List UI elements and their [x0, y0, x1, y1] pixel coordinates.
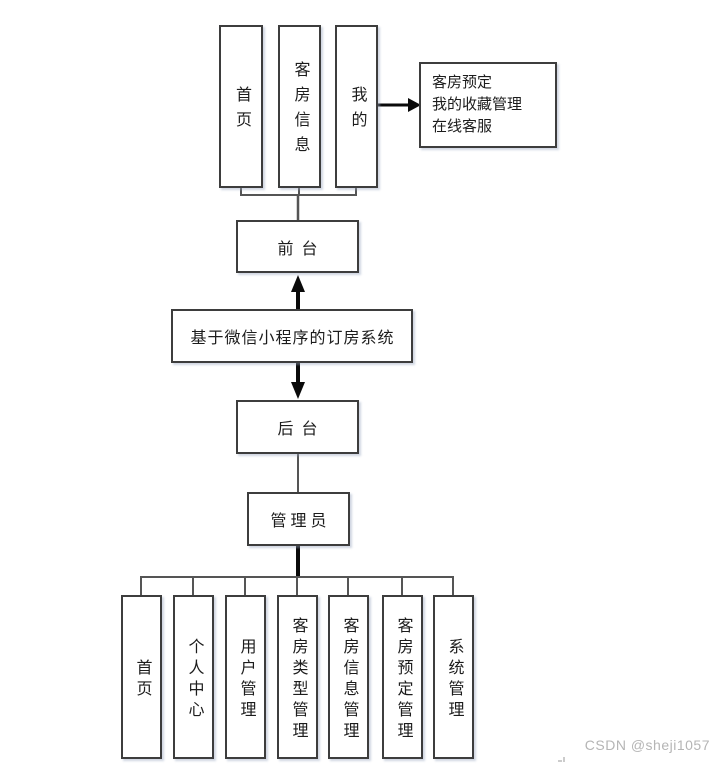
node-module-room-type-management: 客房类型管理	[277, 595, 318, 759]
node-module-personal-center-label: 个人中心	[185, 637, 203, 722]
arrow-right-icon	[408, 98, 421, 112]
node-frontend: 前台	[236, 220, 359, 273]
node-module-system-management-label: 系统管理	[445, 637, 463, 722]
node-module-room-booking-management: 客房预定管理	[382, 595, 423, 759]
node-module-room-type-management-label: 客房类型管理	[289, 616, 307, 743]
node-mine-tab-label: 我的	[348, 86, 366, 136]
watermark: CSDN @sheji1057	[584, 737, 710, 753]
node-backend: 后台	[236, 400, 359, 454]
node-module-home: 首页	[121, 595, 162, 759]
node-module-user-management: 用户管理	[225, 595, 266, 759]
node-home-tab: 首页	[219, 25, 263, 188]
node-home-tab-label: 首页	[233, 86, 250, 136]
node-system-title-label: 基于微信小程序的订房系统	[190, 330, 395, 347]
node-mine-tab: 我的	[335, 25, 378, 188]
node-module-home-label: 首页	[133, 658, 151, 701]
node-module-personal-center: 个人中心	[173, 595, 214, 759]
node-module-system-management: 系统管理	[433, 595, 474, 759]
node-module-room-info-management-label: 客房信息管理	[340, 616, 358, 743]
feature-line-service: 在线客服	[432, 118, 493, 135]
node-admin-label: 管理员	[270, 513, 331, 530]
cropped-artifact-mark	[558, 757, 565, 762]
feature-line-booking: 客房预定	[432, 74, 493, 91]
node-backend-label: 后台	[277, 421, 326, 438]
node-system-title: 基于微信小程序的订房系统	[171, 309, 413, 363]
node-module-room-info-management: 客房信息管理	[328, 595, 369, 759]
node-frontend-label: 前台	[277, 240, 326, 258]
node-module-room-booking-management-label: 客房预定管理	[394, 616, 412, 743]
node-user-features: 客房预定 我的收藏管理 在线客服	[419, 62, 557, 148]
feature-line-favorites: 我的收藏管理	[432, 96, 523, 113]
node-module-user-management-label: 用户管理	[237, 637, 255, 722]
arrow-down-icon	[291, 382, 305, 399]
arrow-up-icon	[291, 275, 305, 292]
node-room-info-tab: 客房信息	[278, 25, 321, 188]
node-admin: 管理员	[247, 492, 350, 546]
node-room-info-tab-label: 客房信息	[291, 61, 309, 161]
